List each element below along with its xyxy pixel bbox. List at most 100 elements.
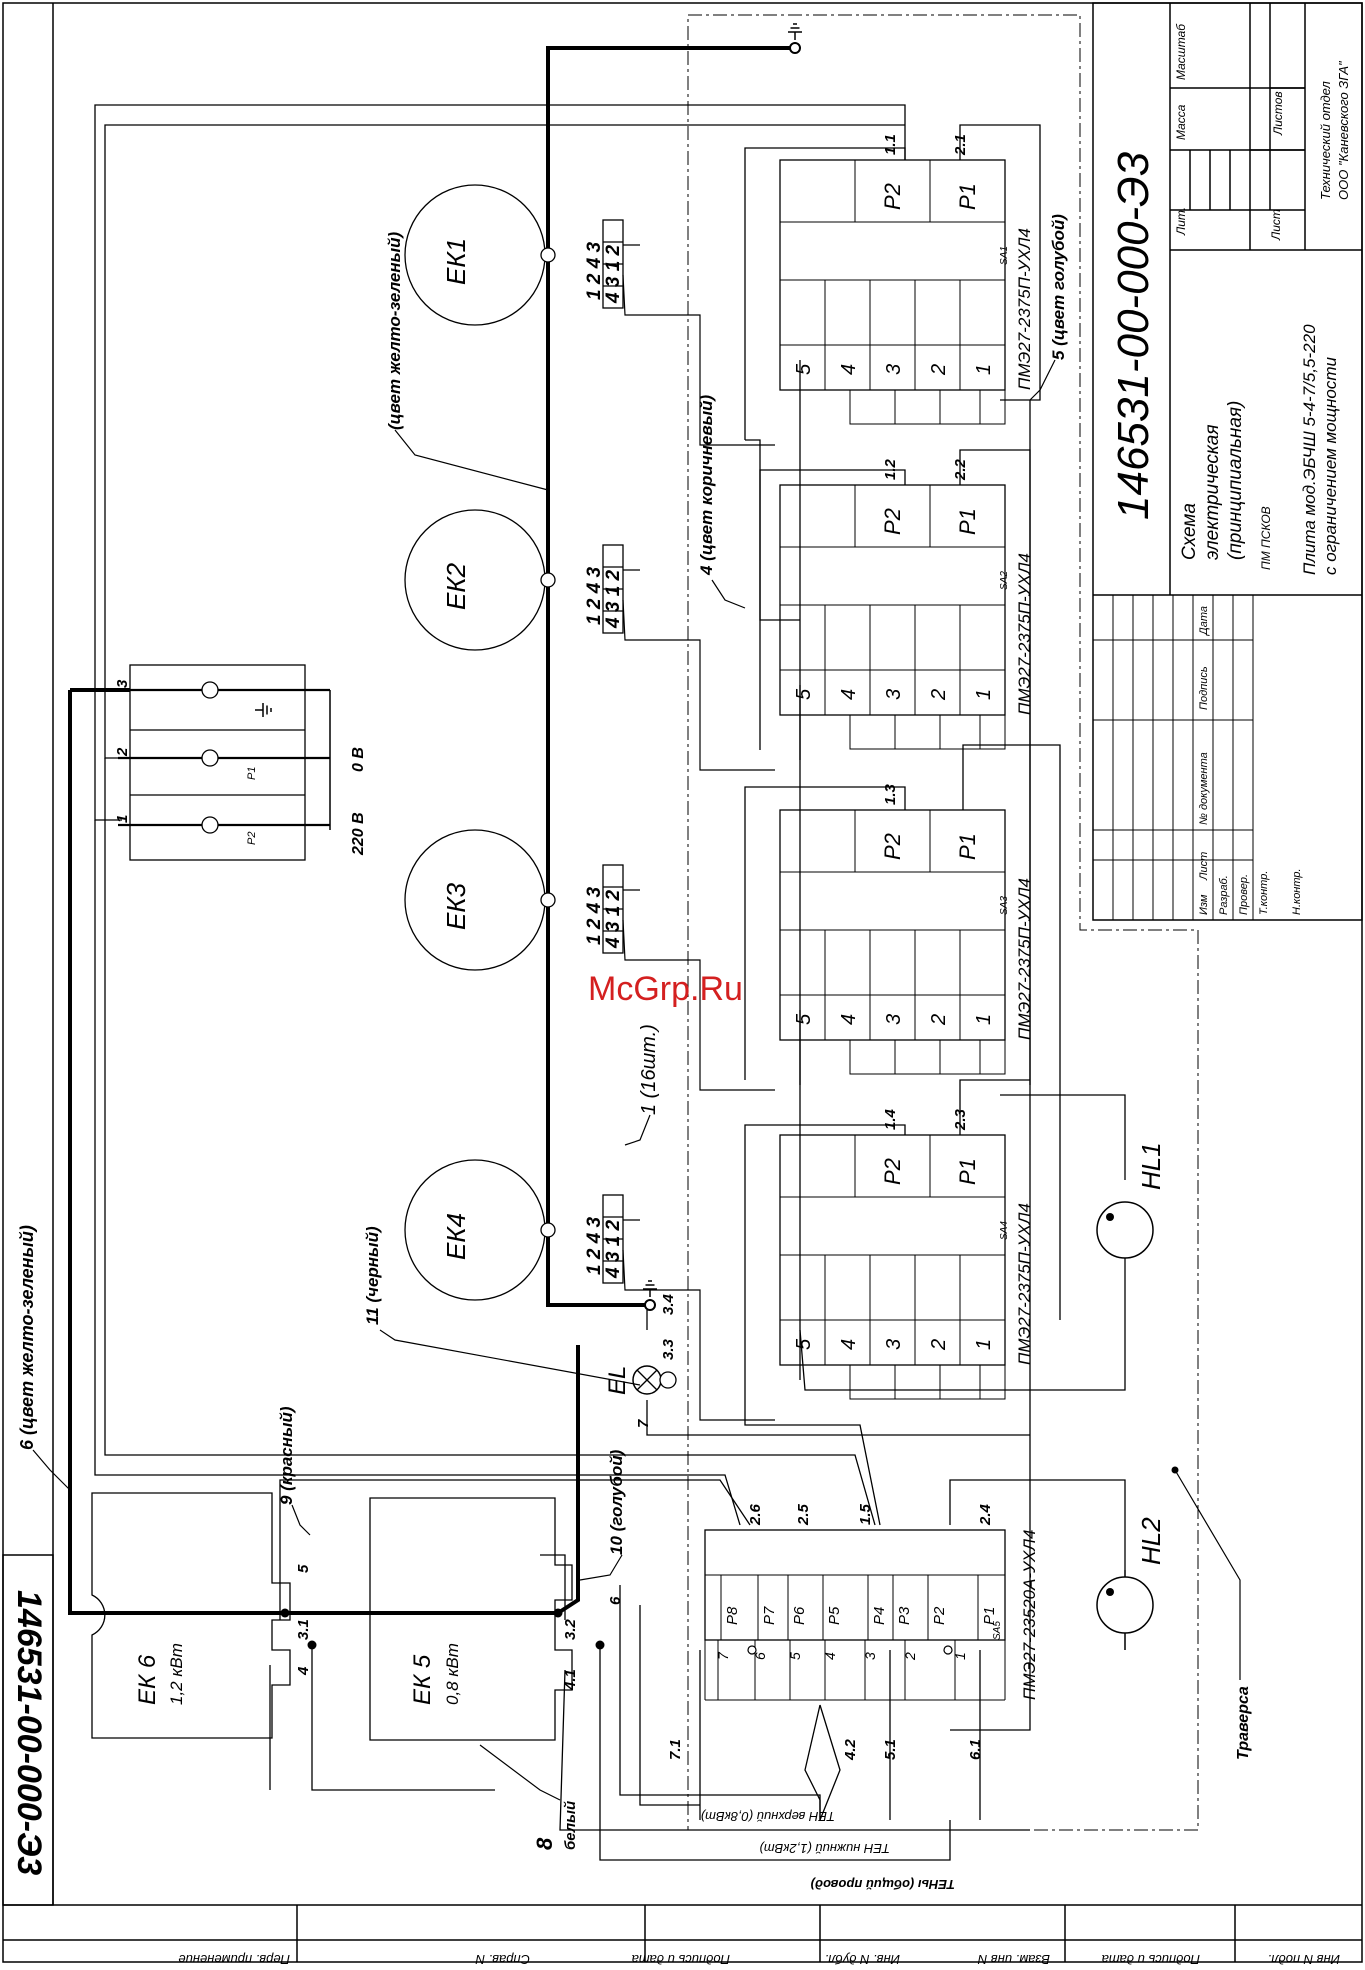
- ek5-power: 0,8 кВт: [443, 1643, 462, 1705]
- watermark: McGrp.Ru: [588, 970, 743, 1008]
- ek5-t32: 3.2: [562, 1618, 579, 1640]
- switch-contact-5: 5: [793, 363, 815, 375]
- switch-term-p1: 2.2: [952, 458, 969, 481]
- tb-izm: Изм: [1198, 894, 1210, 915]
- burner-label: ЕК2: [441, 562, 471, 610]
- title-org-1: Технический отдел: [1318, 81, 1333, 200]
- burner-terminals-bottom: 4 3 1 2: [603, 244, 624, 304]
- sa5-contact-2: 2: [902, 1652, 918, 1661]
- sa5-tag: SA5: [992, 1621, 1003, 1640]
- switch-tabs: [849, 1039, 1006, 1075]
- el-t34: 3.4: [660, 1293, 677, 1315]
- switch-p1: P1: [955, 508, 980, 535]
- bottom-strip: Перв. применение Справ. N Подпись и дата…: [178, 1952, 1340, 1967]
- sa5-contact-node: [747, 1645, 757, 1655]
- title-org-2: ООО "Каневского ЗГА": [1336, 60, 1351, 200]
- wire-8-label: 8: [532, 1837, 557, 1850]
- tb-pin-2: 2: [114, 747, 131, 757]
- tb-data: Дата: [1198, 606, 1210, 637]
- switch-p2: P2: [880, 183, 905, 210]
- ek5-t41: 4.1: [562, 1669, 579, 1691]
- strip-inv-podl: Инв N подл.: [1268, 1952, 1340, 1965]
- burner-terminals-top: 1 2 4 3: [584, 566, 605, 625]
- strip-podp-data-2: Подпись и дата: [1102, 1952, 1200, 1965]
- burner-terminals-top: 1 2 4 3: [584, 1216, 605, 1275]
- traversa-label: Траверса: [1171, 1466, 1252, 1760]
- ek5-t6: 6: [607, 1596, 624, 1605]
- switch-p1: P1: [955, 183, 980, 210]
- burner-circle: [404, 829, 546, 971]
- strip-podp-data-1: Подпись и дата: [632, 1952, 730, 1965]
- sa5-top-term: 2.5: [795, 1503, 812, 1526]
- sa5-pos-P1: P1: [981, 1607, 998, 1625]
- el-t7: 7: [635, 1419, 652, 1428]
- ek6-t31: 3.1: [295, 1619, 312, 1640]
- wire-yg-label: (цвет желто-зеленый): [385, 231, 404, 430]
- switch-p2: P2: [880, 1158, 905, 1185]
- sa5-pos-P2: P2: [931, 1606, 948, 1625]
- sa5-bottom-term: 4.2: [842, 1738, 859, 1761]
- tb-list2: Лист: [1198, 852, 1210, 881]
- tb-list: Лист: [1269, 209, 1283, 241]
- switch-term-p2: 1.4: [882, 1108, 899, 1130]
- tb-podpis: Подпись: [1198, 666, 1210, 710]
- switch-contact-2: 2: [928, 1014, 950, 1026]
- title-scheme-2: электрическая: [1202, 424, 1223, 560]
- switch-p2: P2: [880, 833, 905, 860]
- title-scheme-3: (принципиальная): [1225, 401, 1246, 560]
- tb-ndoc: № документа: [1198, 752, 1210, 825]
- sa5-contact-4: 4: [822, 1652, 838, 1660]
- tb-pin-1: 1: [114, 815, 131, 823]
- switch-model: ПМЭ27-2375П-УХЛ4: [1015, 878, 1034, 1040]
- switch-tabs: [849, 714, 1006, 750]
- switch-contact-5: 5: [793, 1013, 815, 1025]
- sa5-contact-7: 7: [715, 1651, 731, 1660]
- sa5-pos-P7: P7: [761, 1606, 778, 1625]
- wire-10-label: 10 (голубой): [607, 1449, 626, 1555]
- switch-tag: SA1: [999, 246, 1010, 265]
- switch-p2: P2: [880, 508, 905, 535]
- burner-circle: [404, 184, 546, 326]
- switch-p1: P1: [955, 1158, 980, 1185]
- burner-feed-wire: [622, 599, 775, 771]
- sa5-top-term: 2.6: [747, 1503, 764, 1526]
- title-product-2: с ограничением мощности: [1321, 356, 1340, 575]
- tb-masshtab: Масштаб: [1174, 23, 1188, 80]
- burner-center: [540, 892, 556, 908]
- lamp-hl1: HL1: [1096, 1142, 1166, 1259]
- switch-contact-2: 2: [928, 1339, 950, 1351]
- wire-6-label: 6 (цвет желто-зеленый): [17, 1225, 37, 1450]
- ek6-t4: 4: [295, 1666, 312, 1676]
- wire-9-label: 9 (красный): [277, 1406, 296, 1505]
- switch-contact-3: 3: [883, 1339, 905, 1350]
- burner-feed-wire: [622, 919, 775, 1091]
- sa5-contact-6: 6: [752, 1652, 768, 1660]
- tb-220v: 220 В: [350, 812, 367, 856]
- wire-4-label: 4 (цвет коричневый): [697, 394, 716, 576]
- sa5-pos-P5: P5: [826, 1606, 843, 1625]
- switch-term-p2: 1.3: [882, 783, 899, 805]
- wire-1-label: 1 (16шт.): [638, 1024, 660, 1115]
- switch-contact-2: 2: [928, 364, 950, 376]
- terminal-block: 3 2 1 P1 P2 220 В 0 В: [114, 664, 367, 861]
- switch-model: ПМЭ27-2375П-УХЛ4: [1015, 228, 1034, 390]
- tb-pin-3: 3: [114, 679, 131, 688]
- burner-terminals-bottom: 4 3 1 2: [603, 889, 624, 949]
- burner-feed-wire: [622, 1249, 775, 1421]
- sa5-bottom-term: 5.1: [882, 1739, 899, 1760]
- tb-0v: 0 В: [350, 747, 367, 772]
- burner-center: [540, 1222, 556, 1238]
- switch-term-p2: 1.2: [882, 458, 899, 480]
- oven-labels: ЕК 6 1,2 кВт ЕК 5 0,8 кВт 5 3.1 4 3.2 4.…: [134, 1564, 624, 1705]
- tb-p1: P1: [246, 767, 258, 780]
- burner-center: [540, 247, 556, 263]
- sa5-bottom-term: 7.1: [667, 1739, 684, 1760]
- ek6-label: ЕК 6: [134, 1654, 161, 1705]
